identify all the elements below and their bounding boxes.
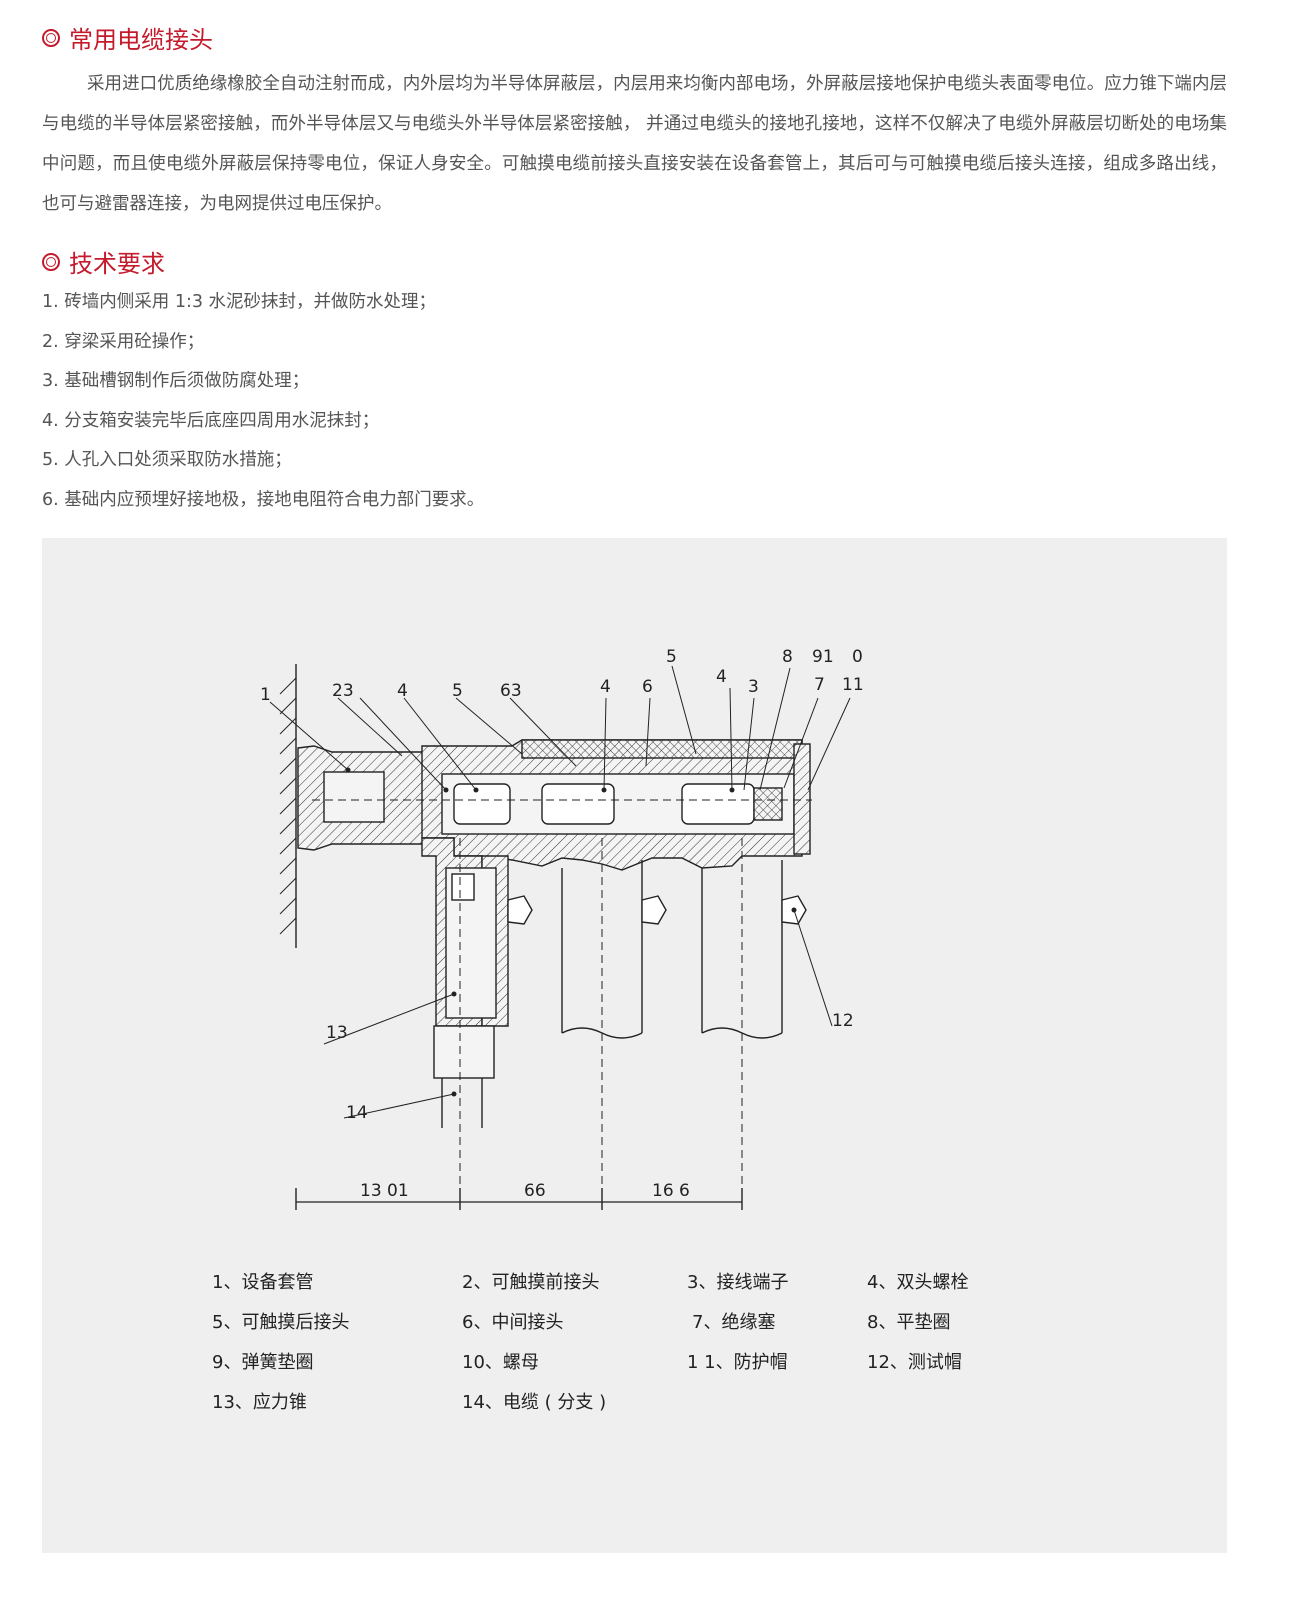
- callout-8: 8: [782, 647, 793, 667]
- callout-14: 14: [346, 1103, 368, 1123]
- legend-item: 5、可触摸后接头: [212, 1312, 350, 1333]
- section-title-common-joints: 常用电缆接头: [42, 20, 213, 55]
- callout-1: 1: [260, 685, 271, 705]
- requirement-item: 1. 砖墙内侧采用 1:3 水泥砂抹封，并做防水处理；: [42, 292, 437, 312]
- legend-item: 12、测试帽: [867, 1352, 962, 1373]
- intro-paragraph: 采用进口优质绝缘橡胶全自动注射而成，内外层均为半导体屏蔽层，内层用来均衡内部电场…: [42, 74, 1227, 214]
- circle-bullet-icon: [42, 28, 60, 47]
- legend-item: 9、弹簧垫圈: [212, 1352, 314, 1373]
- legend-item: 8、平垫圈: [867, 1312, 951, 1333]
- callout-6: 6: [642, 677, 653, 697]
- callout-3: 3: [748, 677, 759, 697]
- callout-23: 23: [332, 681, 354, 701]
- section-title-text: 技术要求: [69, 250, 165, 278]
- legend-item: 3、接线端子: [687, 1272, 789, 1293]
- legend-item: 1 1、防护帽: [687, 1352, 788, 1373]
- legend-item: 4、双头螺栓: [867, 1272, 969, 1293]
- requirement-item: 2. 穿梁采用砼操作；: [42, 331, 205, 352]
- diagram-panel: 1 23 4 5 63 4 6 5 4 3 8 91 0 7 11 12 13 …: [42, 538, 1227, 1553]
- callout-7: 7: [814, 675, 825, 695]
- legend-item: 13、应力锥: [212, 1392, 307, 1413]
- callout-11: 11: [842, 675, 864, 695]
- callout-0: 0: [852, 647, 863, 667]
- callout-4a: 4: [397, 681, 408, 701]
- requirement-item: 5. 人孔入口处须采取防水措施；: [42, 450, 292, 470]
- dimension-left: 13 01: [360, 1181, 409, 1201]
- legend-item: 2、可触摸前接头: [462, 1272, 600, 1293]
- dimension-right: 16 6: [652, 1181, 690, 1201]
- callout-4b: 4: [600, 677, 611, 697]
- callout-4c: 4: [716, 667, 727, 687]
- requirement-item: 3. 基础槽钢制作后须做防腐处理；: [42, 371, 310, 391]
- dimension-middle: 66: [524, 1181, 546, 1201]
- callout-63: 63: [500, 681, 522, 701]
- requirements-list: 1. 砖墙内侧采用 1:3 水泥砂抹封，并做防水处理； 2. 穿梁采用砼操作； …: [42, 283, 484, 520]
- callout-13: 13: [326, 1023, 348, 1043]
- callout-5a: 5: [452, 681, 463, 701]
- circle-bullet-icon: [42, 252, 60, 271]
- cable-joint-drawing: 1 23 4 5 63 4 6 5 4 3 8 91 0 7 11 12 13 …: [260, 647, 864, 1210]
- section-title-text: 常用电缆接头: [69, 26, 213, 54]
- callout-5b: 5: [666, 647, 677, 667]
- requirement-item: 4. 分支箱安装完毕后底座四周用水泥抹封；: [42, 410, 380, 431]
- legend-item: 10、螺母: [462, 1352, 539, 1373]
- requirement-item: 6. 基础内应预埋好接地极，接地电阻符合电力部门要求。: [42, 489, 485, 510]
- callout-12: 12: [832, 1011, 854, 1031]
- legend-item: 14、电缆 ( 分支 ): [462, 1392, 607, 1413]
- legend-item: 6、中间接头: [462, 1312, 564, 1333]
- callout-91: 91: [812, 647, 834, 667]
- section-title-tech-requirements: 技术要求: [42, 244, 165, 279]
- legend-item: 1、设备套管: [212, 1272, 314, 1293]
- legend-item: 7、绝缘塞: [692, 1312, 776, 1333]
